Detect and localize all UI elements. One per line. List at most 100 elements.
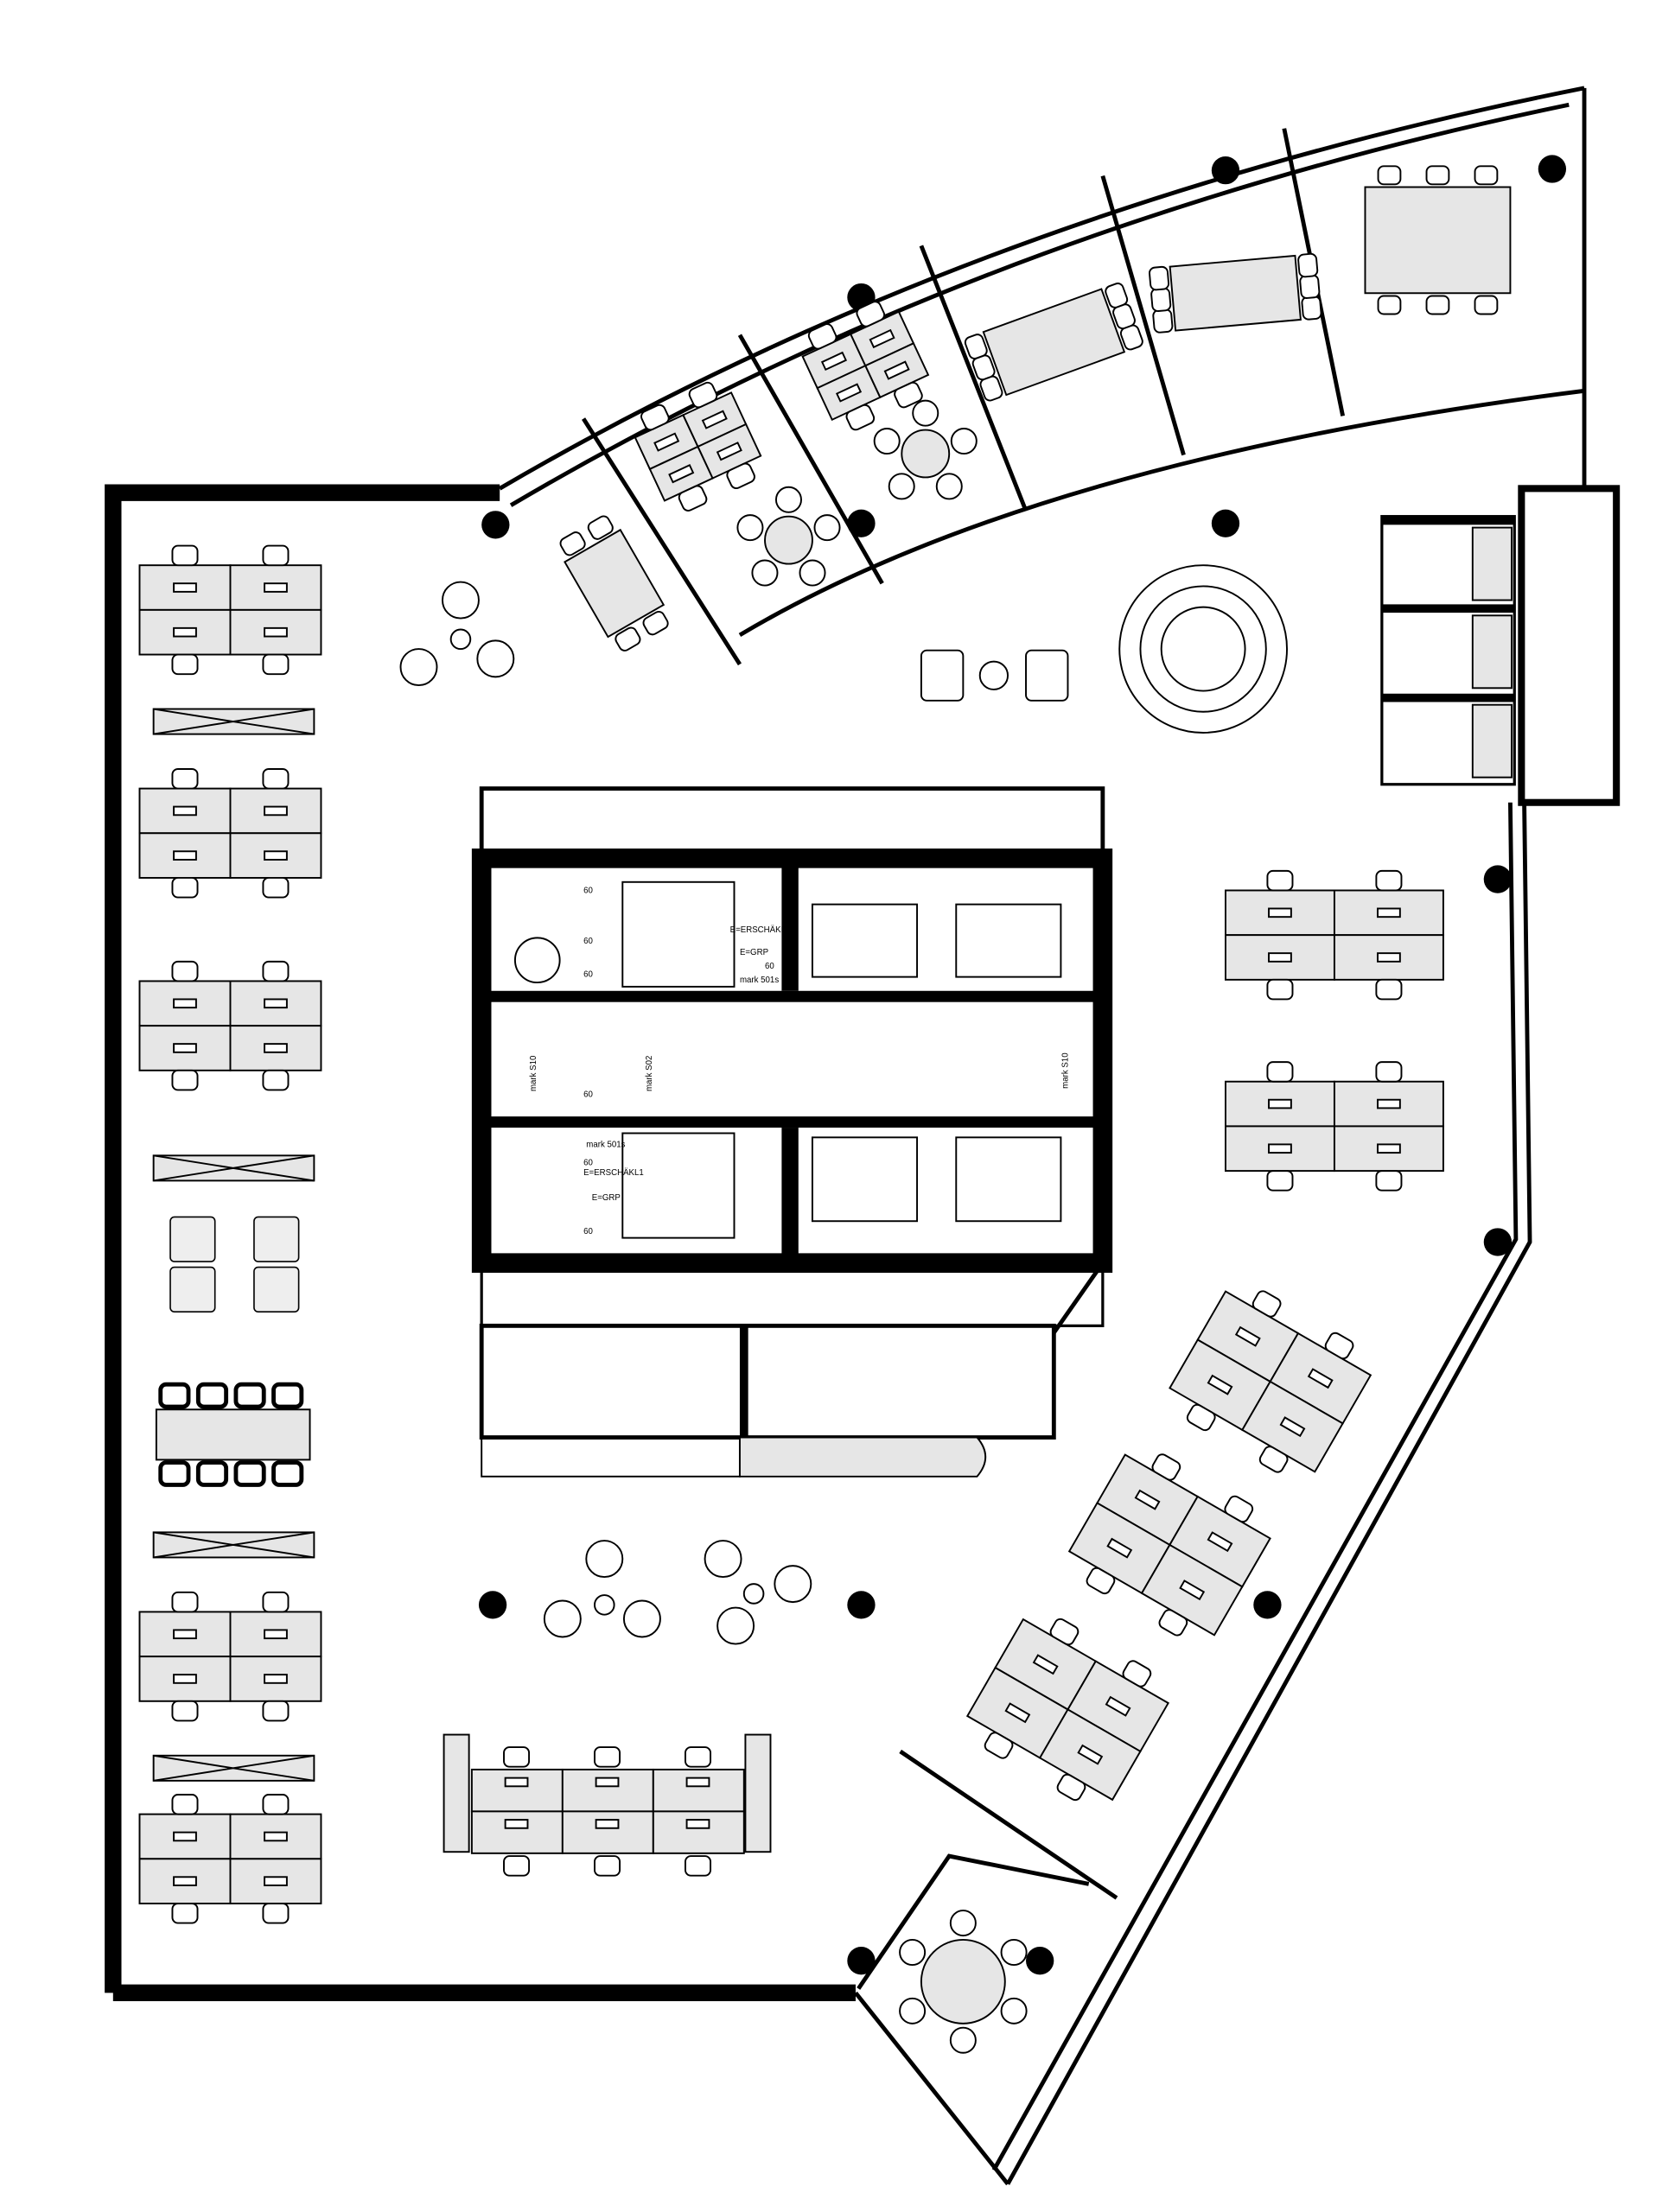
- monitor: [173, 626, 197, 638]
- chair: [195, 1460, 229, 1487]
- desk: [229, 1656, 322, 1702]
- desk: [470, 1810, 564, 1854]
- chair: [158, 1460, 191, 1487]
- lounge-chair: [704, 1540, 742, 1579]
- monitor: [1279, 1416, 1306, 1438]
- door-mark-label: mark 501s: [740, 976, 779, 985]
- monitor: [1268, 907, 1292, 918]
- office-chair: [262, 1794, 290, 1815]
- chair: [964, 334, 988, 359]
- dim-label: 60: [583, 1227, 593, 1236]
- monitor: [1077, 1744, 1104, 1765]
- monitor: [1234, 1325, 1261, 1347]
- monitor: [173, 1876, 197, 1886]
- monitor: [1377, 1098, 1401, 1109]
- office-chair: [1049, 1618, 1080, 1646]
- monitor: [264, 626, 288, 638]
- meeting-desk-pair: [634, 381, 762, 512]
- door-mark-label: mark S10: [1060, 1052, 1070, 1089]
- monitor: [504, 1777, 529, 1788]
- office-chair: [171, 1794, 199, 1815]
- monitor: [1106, 1537, 1133, 1559]
- office-chair: [1266, 1170, 1294, 1192]
- chair: [559, 531, 586, 556]
- monitor: [173, 1674, 197, 1684]
- office-chair: [640, 404, 670, 431]
- chair: [950, 428, 978, 455]
- chair: [899, 1997, 927, 2024]
- chair: [1474, 295, 1499, 315]
- chair: [935, 473, 963, 500]
- monitor: [869, 328, 895, 349]
- office-chair: [688, 381, 718, 409]
- monitor: [1377, 907, 1401, 918]
- armchair: [169, 1266, 216, 1313]
- column: [1483, 865, 1513, 893]
- desk-cluster: [1225, 869, 1444, 1001]
- chair: [873, 428, 901, 455]
- office-chair: [1086, 1567, 1116, 1595]
- column: [481, 511, 510, 539]
- monitor: [1207, 1531, 1233, 1553]
- office-chair: [262, 1069, 290, 1091]
- meeting-desk-pair: [801, 301, 930, 431]
- chair: [1150, 287, 1172, 313]
- monitor: [264, 1629, 288, 1640]
- column: [847, 1591, 876, 1619]
- monitor: [1307, 1368, 1334, 1389]
- monitor: [668, 464, 695, 484]
- office-chair: [684, 1746, 712, 1768]
- meeting-table: [155, 1408, 311, 1461]
- emergency-grp-label: E=GRP: [740, 948, 768, 957]
- desk-cluster: [1225, 1061, 1444, 1192]
- office-chair: [1266, 978, 1294, 1001]
- desk: [652, 1810, 745, 1854]
- desk-cluster: [1169, 1290, 1372, 1473]
- desk: [561, 1768, 654, 1813]
- office-chair: [1266, 869, 1294, 892]
- chair: [1000, 1938, 1028, 1967]
- office-chair: [262, 960, 290, 982]
- chair: [1297, 252, 1319, 278]
- emergency-switch-label: E=ERSCHÄKL1: [730, 925, 791, 935]
- office-chair: [262, 1700, 290, 1722]
- chair: [1299, 274, 1321, 299]
- monitor: [1268, 1143, 1292, 1154]
- door-mark-label: mark S10: [529, 1055, 538, 1091]
- armchair: [1025, 649, 1069, 702]
- chair: [799, 559, 826, 587]
- monitor: [1105, 1695, 1131, 1717]
- monitor: [264, 850, 288, 861]
- monitor: [264, 1876, 288, 1886]
- column: [1211, 156, 1240, 185]
- round-table: [764, 515, 813, 565]
- chair: [587, 515, 614, 540]
- armchair: [253, 1266, 300, 1313]
- office-chair: [503, 1746, 531, 1768]
- office-chair: [171, 1591, 199, 1613]
- monitor: [595, 1819, 620, 1829]
- chair: [615, 626, 641, 652]
- furniture: [138, 165, 1512, 2054]
- office-chair: [1151, 1453, 1181, 1481]
- office-chair: [894, 381, 923, 409]
- monitor: [504, 1819, 529, 1829]
- lounge-chair: [399, 648, 438, 687]
- desk-cluster: [138, 768, 322, 899]
- building-core: 60 60 60 E=ERSCHÄKL1 E=GRP 60 mark 501s …: [471, 786, 1113, 1478]
- chair: [1000, 1997, 1028, 2024]
- emergency-grp-label: E=GRP: [592, 1193, 621, 1203]
- chair: [642, 610, 669, 636]
- monitor: [264, 998, 288, 1009]
- meeting-room-table: [1149, 252, 1322, 334]
- chair: [736, 514, 764, 542]
- office-chair: [684, 1855, 712, 1877]
- desk: [229, 1025, 322, 1071]
- monitor: [173, 805, 197, 817]
- chair: [813, 514, 841, 542]
- lounge-chair: [543, 1599, 582, 1638]
- column: [1538, 155, 1567, 183]
- office-chair: [845, 404, 876, 431]
- chair: [195, 1382, 229, 1409]
